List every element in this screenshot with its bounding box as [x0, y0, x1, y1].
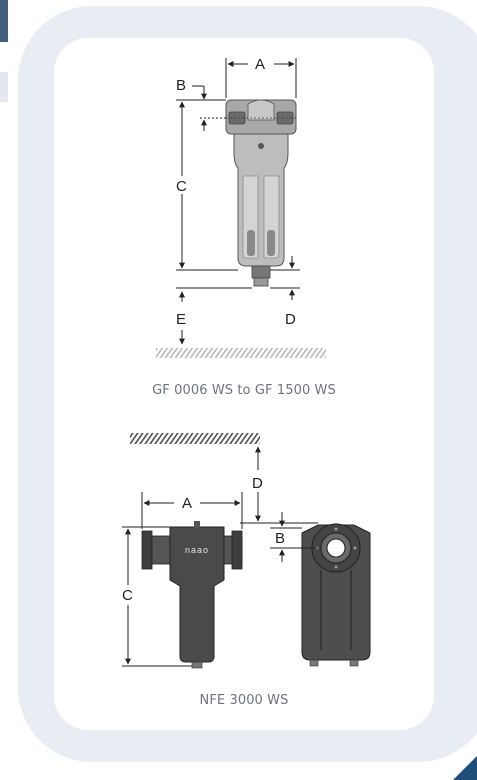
edge-tab-top [0, 0, 8, 42]
filter-bowl [233, 133, 289, 267]
filter-head [225, 99, 297, 135]
accent-corner [453, 756, 477, 780]
edge-tab-light [0, 72, 8, 102]
ceiling-hatch-2 [130, 433, 260, 444]
dim-label-b-2: B [275, 530, 285, 547]
brand-mark: naao [185, 545, 209, 555]
figure-2-filter: naao [122, 433, 371, 708]
dim-label-d: D [285, 311, 296, 328]
filter-drain [251, 265, 271, 287]
dimension-lines-1 [176, 58, 300, 345]
floor-hatch-1 [156, 348, 326, 358]
figure-2-caption: NFE 3000 WS [200, 693, 289, 708]
dim-label-c-2: C [122, 587, 133, 604]
dim-label-e: E [176, 311, 186, 328]
dim-label-a-2: A [182, 495, 192, 512]
dim-label-b: B [176, 77, 186, 94]
figure-1-caption: GF 0006 WS to GF 1500 WS [152, 383, 336, 398]
dim-label-c: C [176, 178, 187, 195]
front-view: naao [141, 521, 243, 669]
dim-label-d-2: D [252, 475, 263, 492]
side-view [301, 523, 371, 667]
dimension-lines-2 [122, 446, 318, 667]
dim-label-a: A [255, 56, 265, 73]
figure-1-filter: A B C D E GF 0006 WS to GF 1500 WS [152, 56, 336, 398]
